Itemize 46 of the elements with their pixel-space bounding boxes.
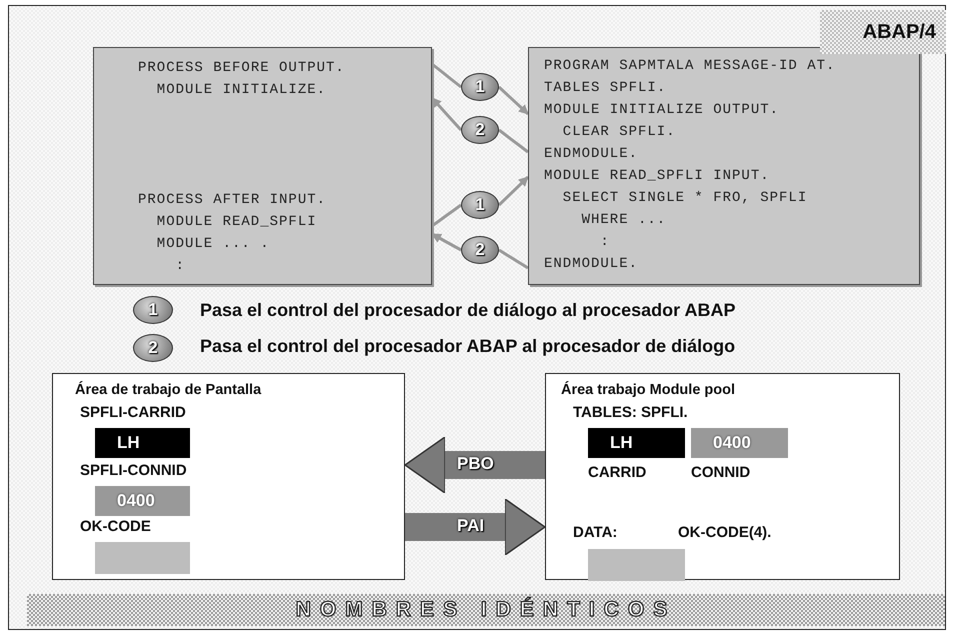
value-field: 0400 [95,486,190,516]
empty-field [95,542,190,574]
code-line: MODULE INITIALIZE. [156,82,326,98]
code-line: MODULE INITIALIZE OUTPUT. [544,102,780,118]
code-line: ENDMODULE. [544,256,638,272]
edge-label: PAI [457,516,484,536]
arrow [498,86,530,116]
field-label: SPFLI-CARRID [80,404,186,421]
value-field: LH [95,428,190,458]
code-line: TABLES SPFLI. [544,80,666,96]
code-line: ENDMODULE. [544,146,638,162]
code-line: MODULE ... . [156,236,270,252]
code-line: CLEAR SPFLI. [562,124,676,140]
panel-title: Área trabajo Module pool [561,382,736,398]
field-label: CARRID [588,464,646,481]
field-label: OK-CODE [80,518,151,535]
code-line: MODULE READ_SPFLI [156,214,317,230]
empty-field [588,549,685,581]
code-line: : [176,258,185,274]
code-line: WHERE ... [582,212,666,228]
work-area-panel [52,373,405,580]
code-line: PROCESS AFTER INPUT. [138,192,326,208]
code-line: SELECT SINGLE * FRO, SPFLI [562,190,808,206]
code-line: : [600,234,610,250]
code-line: MODULE READ_SPFLI INPUT. [544,168,770,184]
work-area-panel [545,373,900,580]
edge-label: PBO [457,454,494,474]
block-arrow [405,498,546,556]
arrow [498,176,530,206]
header-tab: ABAP/4 [820,10,946,54]
code-panel [528,47,920,285]
description-text: Pasa el control del procesador de diálogo al procesador ABAP [200,300,736,321]
field-label: SPFLI-CONNID [80,462,187,479]
field-label: OK-CODE(4). [678,524,772,541]
panel-title: Área de trabajo de Pantalla [75,382,262,398]
block-arrow [404,436,545,494]
description-text: Pasa el control del procesador ABAP al procesador de diálogo [200,336,736,357]
field-label: TABLES: SPFLI. [573,404,688,421]
code-line: PROCESS BEFORE OUTPUT. [138,60,345,76]
field-label: CONNID [691,464,750,481]
field-label: DATA: [573,524,618,541]
code-panel [93,47,432,285]
value-field: 0400 [691,428,788,458]
value-field: LH [588,428,685,458]
arrow [431,232,462,252]
code-line: PROGRAM SAPMTALA MESSAGE-ID AT. [544,58,836,74]
